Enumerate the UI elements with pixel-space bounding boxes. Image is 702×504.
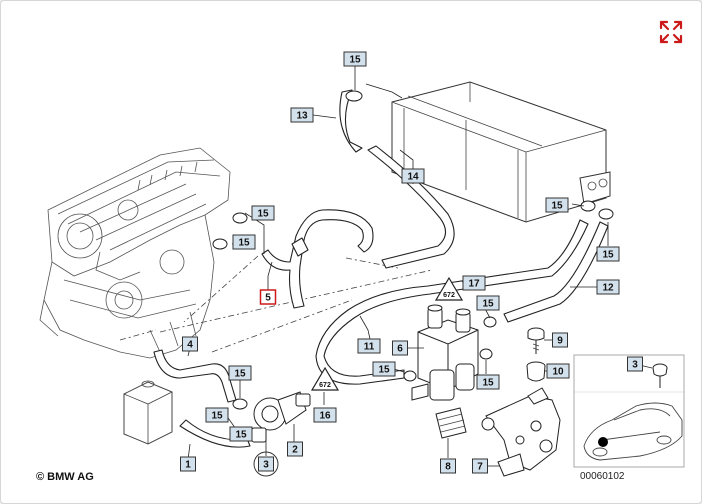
- callout-label: 3: [632, 360, 638, 371]
- callout-label: 15: [257, 209, 269, 220]
- callout-7[interactable]: 7: [472, 458, 488, 474]
- callout-label: 10: [552, 367, 564, 378]
- copyright-text: © BMW AG: [36, 471, 94, 483]
- callout-17[interactable]: 17: [462, 275, 486, 291]
- callout-5[interactable]: 5: [259, 289, 277, 305]
- callout-3[interactable]: 3: [253, 451, 279, 477]
- callout-label: 8: [445, 462, 451, 473]
- callout-label: 17: [468, 279, 480, 290]
- callout-14[interactable]: 14: [401, 168, 425, 184]
- callout-label: 7: [477, 462, 483, 473]
- callout-label: 5: [265, 293, 271, 304]
- screw-3: [652, 363, 668, 388]
- callout-1[interactable]: 1: [180, 456, 196, 472]
- hose-11: [315, 219, 589, 385]
- callout-label: 15: [234, 369, 246, 380]
- svg-text:672: 672: [443, 292, 455, 299]
- callout-15[interactable]: 15: [372, 361, 396, 377]
- location-dot: [598, 437, 608, 447]
- callout-15[interactable]: 15: [476, 374, 500, 390]
- callout-15[interactable]: 15: [228, 365, 252, 381]
- callout-label: 15: [378, 365, 390, 376]
- bracket: [481, 387, 561, 477]
- callout-label: 3: [263, 460, 269, 471]
- heater-core: [391, 81, 611, 223]
- grommet-10: [526, 361, 546, 382]
- hose-12: [503, 221, 609, 323]
- callout-9[interactable]: 9: [552, 332, 568, 348]
- callout-15[interactable]: 15: [232, 234, 256, 250]
- callout-15[interactable]: 15: [476, 295, 500, 311]
- callout-label: 15: [211, 411, 223, 422]
- callout-4[interactable]: 4: [182, 336, 198, 352]
- hose-13: [339, 89, 363, 153]
- inset-box: [573, 354, 685, 468]
- engine-block: [39, 147, 231, 359]
- callout-15[interactable]: 15: [229, 426, 253, 442]
- hose-14: [367, 145, 455, 269]
- pad: [435, 407, 467, 439]
- callout-12[interactable]: 12: [596, 279, 620, 295]
- hose-5: [261, 209, 374, 309]
- callout-11[interactable]: 11: [357, 338, 381, 354]
- callout-15[interactable]: 15: [205, 407, 229, 423]
- image-number: 00060102: [580, 471, 625, 482]
- callout-label: 15: [551, 201, 563, 212]
- callout-13[interactable]: 13: [290, 107, 314, 123]
- callout-label: 1: [185, 460, 191, 471]
- callout-15[interactable]: 15: [343, 51, 367, 67]
- callout-label: 11: [364, 342, 375, 353]
- hose-5-branch: [291, 237, 309, 257]
- callout-6[interactable]: 6: [392, 340, 408, 356]
- water-pump: [251, 391, 311, 443]
- callout-label: 16: [319, 411, 331, 422]
- callout-label: 15: [349, 55, 361, 66]
- callout-label: 13: [296, 111, 308, 122]
- callout-8[interactable]: 8: [440, 458, 456, 474]
- callout-label: 15: [482, 299, 494, 310]
- callout-label: 9: [557, 336, 563, 347]
- car-icon: [583, 402, 683, 461]
- callout-label: 15: [482, 378, 494, 389]
- warning-icon: 672: [310, 366, 340, 391]
- callout-16[interactable]: 16: [313, 407, 337, 423]
- expand-icon[interactable]: [657, 18, 685, 46]
- callout-10[interactable]: 10: [546, 363, 570, 379]
- callout-3[interactable]: 3: [627, 356, 643, 372]
- callout-label: 2: [292, 445, 298, 456]
- callout-label: 15: [238, 238, 250, 249]
- callout-label: 12: [602, 283, 614, 294]
- callout-label: 4: [187, 340, 193, 351]
- screw-9: [527, 327, 545, 354]
- callout-label: 15: [602, 250, 614, 261]
- callout-label: 15: [235, 430, 247, 441]
- water-valve: [411, 304, 479, 401]
- svg-text:672: 672: [319, 382, 331, 389]
- callout-15[interactable]: 15: [545, 197, 569, 213]
- callout-label: 6: [397, 344, 403, 355]
- callout-15[interactable]: 15: [596, 246, 620, 262]
- callout-15[interactable]: 15: [251, 205, 275, 221]
- callout-2[interactable]: 2: [287, 441, 303, 457]
- expansion-tank: [123, 380, 173, 445]
- callout-label: 14: [407, 172, 419, 183]
- warning-icon: 672: [434, 276, 464, 301]
